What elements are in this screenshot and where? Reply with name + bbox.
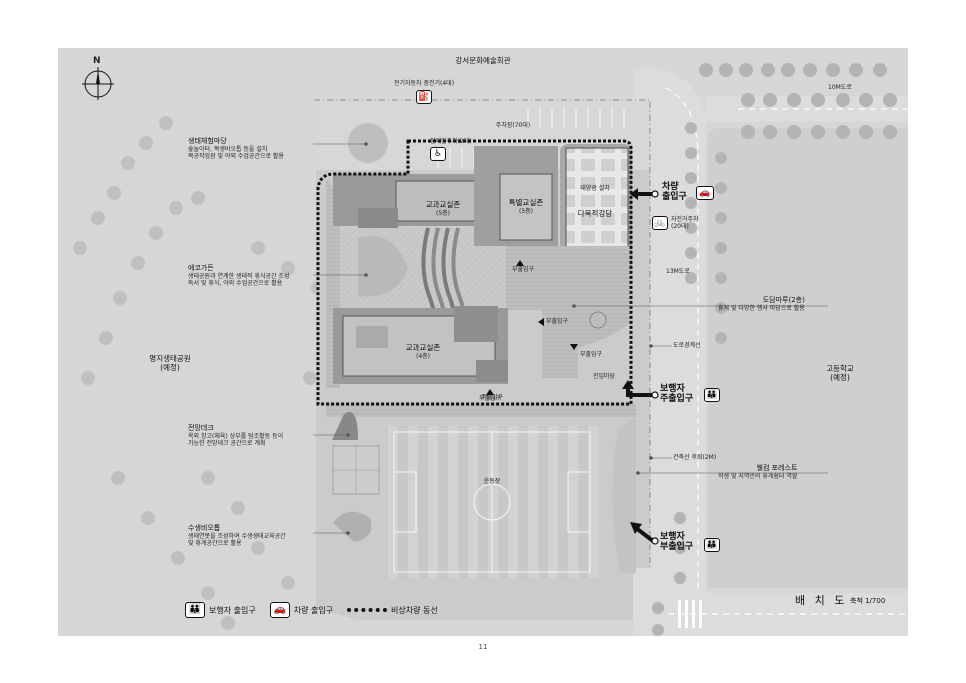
- callout-title: 생태체험마당: [188, 137, 227, 145]
- vehicle-entrance-label: 차량 출입구: [662, 182, 687, 202]
- compass-icon: [82, 67, 114, 100]
- arts-center-label: 강서문화예술회관: [455, 56, 511, 65]
- playground-label: 운동장: [483, 478, 501, 485]
- ev-charger-icon: ⛽: [416, 90, 432, 104]
- callout-title: 수생비오톱: [188, 524, 221, 532]
- legend-vehicle: 🚗 차량 출입구: [269, 602, 334, 618]
- school-block: [708, 128, 908, 588]
- callout-biotope: 수생비오톱 생태연못을 조성하여 수생생태교육공간 및 휴게공간으로 활용: [188, 524, 286, 547]
- eco-garden-lawn: [358, 236, 408, 297]
- site-plan-drawing: [73, 63, 908, 636]
- road-10m-label: 10M도로: [828, 84, 852, 91]
- main-entrance-label: 주출입구: [480, 394, 504, 401]
- pedestrian-sub-entrance-label: 보행자 부출입구: [660, 532, 694, 552]
- callout-eco-experience: 생태체험마당 숲놀이터, 목생비오톱 등을 설치 목공작업장 및 야외 수업공간…: [188, 137, 284, 160]
- road-13m-label: 13M도로: [666, 268, 690, 275]
- plan-title: 배 치 도: [795, 594, 848, 607]
- welcome-forest-area: [612, 418, 636, 573]
- high-school-label: 고등학교 (예정): [826, 364, 854, 382]
- disabled-parking-icon: ♿: [430, 147, 446, 161]
- callout-title: 전망데크: [188, 424, 214, 432]
- eco-park-label: 명지생태공원 (예정): [149, 354, 191, 372]
- road-boundary-label: 도로경계선: [673, 342, 701, 349]
- callout-desc: 옥외 창고(체육) 상부를 탐조활동 등이 가능한 전망데크 공간으로 계획: [188, 433, 284, 447]
- stepped-floor-deck: [506, 246, 630, 378]
- callout-welcome-forest: 웰컴 포레스트 학생 및 지역민의 휴게쉼터 역할: [718, 464, 797, 480]
- class-zone-4-floors: (4층): [415, 353, 431, 360]
- site-plan-sheet: N 강서문화예술회관 10M도로 13M도로 ⛽ 전기자동차 충전기(4대) 주…: [58, 48, 908, 636]
- callout-observation-deck: 전망데크 옥외 창고(체육) 상부를 탐조활동 등이 가능한 전망데크 공간으로…: [188, 424, 283, 447]
- callout-desc: 생태연못을 조성하여 수생생태교육공간 및 휴게공간으로 활용: [188, 533, 286, 547]
- legend-emergency-label: 비상차량 동선: [391, 605, 438, 615]
- emergency-vehicle-route: [316, 139, 633, 406]
- legend-vehicle-label: 차량 출입구: [293, 605, 334, 615]
- front-walk: [326, 403, 636, 417]
- page-number: 11: [478, 643, 488, 651]
- class-zone-5-name: 교과교실존: [425, 200, 461, 209]
- observation-deck: [332, 411, 358, 440]
- pedestrian-main-entrance-label: 보행자 주출입구: [660, 384, 694, 404]
- bicycle-parking-label: 자전거주차 (20대): [671, 216, 699, 230]
- car-icon: 🚗: [696, 186, 714, 200]
- eco-experience-plaza: [348, 123, 388, 163]
- parking-label: 주차장(70대): [495, 122, 531, 129]
- building-class-zone-4: [333, 308, 508, 384]
- pedestrian-icon: 👪: [704, 388, 720, 402]
- entrance-arrows: [622, 188, 655, 543]
- disabled-parking-label: 장애인주차(2대): [430, 138, 472, 145]
- building-special-zone: [474, 146, 558, 246]
- special-zone-name: 특별교실존: [508, 198, 544, 207]
- callout-desc: 생태공원과 연계한 생태적 휴식공간 조성 독서 및 휴식, 야외 수업공간으로…: [188, 273, 290, 287]
- callout-desc: 숲놀이터, 목생비오톱 등을 설치 목공작업장 및 야외 수업공간으로 활용: [188, 146, 284, 160]
- side-entrance-markers: [486, 260, 578, 395]
- side-entrance-label-2: 부출입구: [546, 318, 569, 325]
- bicycle-icon: 🚲: [652, 216, 668, 230]
- callout-desc: 휴게 및 다양한 행사 마당으로 활용: [718, 305, 805, 312]
- entry-plaza-label: 진입마당: [593, 373, 616, 380]
- plan-scale: 축척 1/700: [850, 597, 886, 605]
- callout-eco-garden: 에코가든 생태공원과 연계한 생태적 휴식공간 조성 독서 및 휴식, 야외 수…: [188, 264, 289, 287]
- dotted-line-icon: [347, 608, 388, 612]
- callout-stepped-floor: 도담마루(2층) 휴게 및 다양한 행사 마당으로 활용: [718, 296, 805, 312]
- side-entrance-label-1: 부출입구: [512, 266, 535, 273]
- callout-title: 도담마루(2층): [762, 296, 805, 304]
- special-zone-floors: (5층): [518, 208, 534, 215]
- side-entrance-label-3: 부출입구: [580, 351, 603, 358]
- playground-field: [386, 426, 598, 578]
- basketball-court: [332, 445, 380, 495]
- legend-pedestrian: 👪 보행자 출입구: [185, 602, 256, 618]
- north-label: N: [93, 56, 101, 66]
- roads: [633, 68, 908, 636]
- biotope-pond: [333, 511, 372, 542]
- multipurpose-hall-name: 다목적강당: [577, 209, 613, 218]
- callout-title: 에코가든: [188, 264, 214, 272]
- solar-note: 태양광 설치: [580, 185, 610, 192]
- north-arrow: N: [76, 56, 116, 100]
- class-zone-5-floors: (5층): [435, 210, 451, 217]
- callout-title: 웰컴 포레스트: [756, 464, 798, 472]
- pedestrian-icon: 👪: [704, 538, 720, 552]
- car-icon: 🚗: [269, 602, 290, 618]
- side-entrance-label-4: 부출입구: [478, 395, 502, 402]
- callout-desc: 학생 및 지역민의 휴게쉼터 역할: [718, 473, 798, 480]
- legend-pedestrian-label: 보행자 출입구: [209, 605, 256, 615]
- legend-emergency: 비상차량 동선: [347, 605, 438, 616]
- pedestrian-icon: 👪: [185, 602, 205, 618]
- setback-line-label: 건축선 후퇴(2M): [673, 454, 717, 461]
- class-zone-4-name: 교과교실존: [405, 343, 441, 352]
- ev-charging-label: 전기자동차 충전기(4대): [393, 80, 455, 87]
- legend: 👪 보행자 출입구 🚗 차량 출입구 비상차량 동선: [185, 602, 446, 618]
